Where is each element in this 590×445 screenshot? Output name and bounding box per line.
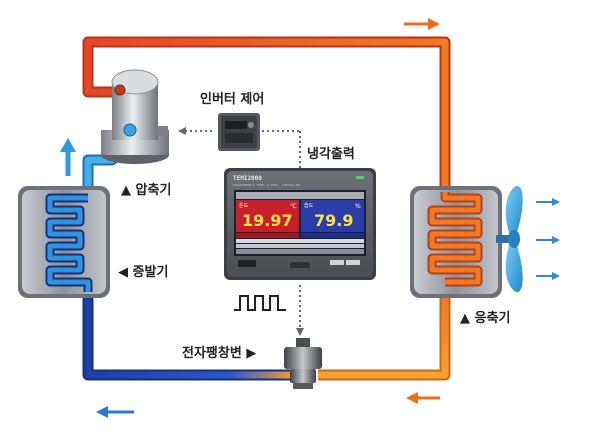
- temperature-controller: TEMI2000 PROGRAMMABLE TEMP. & HUMI. CONT…: [224, 168, 376, 280]
- inverter-unit: [218, 113, 260, 151]
- label-condenser: ▲ 응축기: [460, 310, 510, 326]
- label-cooling-output: 냉각출력: [307, 146, 355, 162]
- flow-arrow-top-right: [404, 18, 440, 30]
- label-expansion-valve: 전자팽창변 ▶: [182, 345, 256, 361]
- label-evaporator: ◀ 증발기: [118, 264, 168, 280]
- humi-value: 79.9: [314, 211, 353, 230]
- evaporator: [18, 186, 110, 298]
- flow-arrow-bottom-left: [96, 406, 134, 418]
- temp-value: 19.97: [242, 211, 293, 230]
- fan-icon: [496, 185, 523, 293]
- expansion-valve: [284, 338, 322, 389]
- humi-unit: %: [355, 203, 361, 210]
- controller-subtitle: PROGRAMMABLE TEMP. & HUMI. CONTROLLER: [233, 183, 300, 187]
- humi-label: 습도: [304, 202, 314, 209]
- flow-arrow-bottom-right: [406, 392, 440, 404]
- condenser: [410, 186, 502, 298]
- controller-brand: TEMI2000: [233, 175, 262, 182]
- label-inverter: 인버터 제어: [200, 91, 264, 107]
- pulse-signal-icon: [234, 295, 286, 311]
- airflow-arrows: [536, 198, 560, 280]
- compressor: [101, 69, 169, 164]
- temp-unit: ℃: [290, 203, 297, 210]
- temp-label: 온도: [239, 203, 249, 209]
- flow-arrow-up: [60, 138, 76, 176]
- label-compressor: ▲ 압축기: [121, 182, 171, 198]
